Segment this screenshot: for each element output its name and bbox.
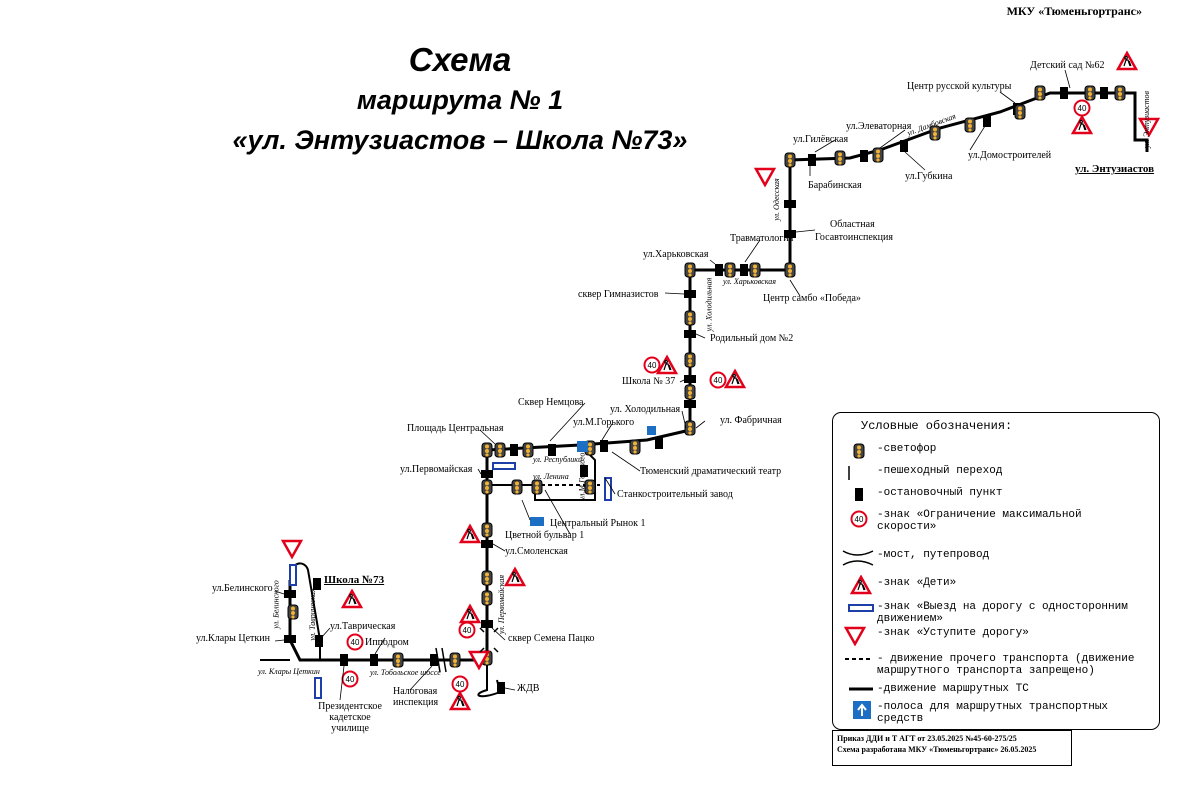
legend-item: -светофор <box>839 441 1155 463</box>
stop-label: ул.Клары Цеткин <box>196 633 270 644</box>
stop-label: ул.Смоленская <box>505 546 568 557</box>
bridge-icon <box>842 550 874 566</box>
organization-name: МКУ «Тюменьгортранс» <box>1006 4 1142 18</box>
stop-label: Областная <box>830 219 875 230</box>
stop-label: Центральный Рынок 1 <box>550 518 646 529</box>
one-way-sign-icon <box>848 604 874 612</box>
legend-item: - движение прочего транспорта (движение … <box>839 651 1155 681</box>
legend-item: -движение маршрутных ТС <box>839 681 1155 703</box>
footer-author-line: Схема разработана МКУ «Тюменьгортранс» 2… <box>837 745 1037 754</box>
legend-item: -полоса для маршрутных транспортных сред… <box>839 699 1155 729</box>
title-line-2: маршрута № 1 <box>356 85 564 115</box>
stop-label: Центр русской культуры <box>907 81 1012 92</box>
street-label: ул. Ленина <box>533 472 569 481</box>
bus-stop-icon <box>855 488 863 501</box>
stop-label: кадетское <box>329 712 371 723</box>
stop-label: Родильный дом №2 <box>710 333 794 344</box>
stop-label: Президентское <box>318 701 382 712</box>
stop-label: ул.Домостроителей <box>968 150 1052 161</box>
street-label: ул. Клары Цеткин <box>258 667 320 676</box>
legend-item: -знак «Уступите дорогу» <box>839 625 1155 647</box>
stop-label: ул.Белинского <box>212 583 273 594</box>
stop-label: Барабинская <box>808 180 862 191</box>
street-label: ул. Первомайская <box>497 574 507 635</box>
speed-limit-icon <box>850 510 868 528</box>
stop-label: Травматология <box>730 233 794 244</box>
title-line-3: «ул. Энтузиастов – Школа №73» <box>232 125 688 155</box>
street-label: ул. Харьковская <box>723 277 776 286</box>
yield-sign-icon <box>844 626 866 646</box>
order-footer: Приказ ДДИ и Т АГТ от 23.05.2025 №45-60-… <box>832 730 1072 766</box>
route-line <box>288 91 1127 662</box>
stop-label: ул.Первомайская <box>400 464 473 475</box>
street-label: ул. Энтузиастов <box>1141 91 1151 148</box>
stop-label: ул.М.Горького <box>573 417 635 428</box>
stop-label: ул. Фабричная <box>720 415 782 426</box>
stop-label: ЖДВ <box>517 683 540 694</box>
stop-label: Станкостроительный завод <box>617 489 733 500</box>
legend-item: -мост, путепровод <box>839 547 1155 569</box>
stop-label: ул.Таврическая <box>330 621 396 632</box>
stop-label: инспекция <box>393 697 439 708</box>
stop-label: Школа № 37 <box>622 376 676 387</box>
legend-item: -знак «Дети» <box>839 575 1155 597</box>
stop-label: сквер Гимназистов <box>578 289 659 300</box>
stop-label: Ипподром <box>365 637 409 648</box>
stop-label: сквер Семена Пацко <box>508 633 595 644</box>
street-label: ул. Холодильная <box>704 277 714 332</box>
stop-label: Налоговая <box>393 686 438 697</box>
street-label: ул. Республики <box>533 455 583 464</box>
stop-label: ул.Харьковская <box>643 249 709 260</box>
stop-label: ул.Гилёвская <box>793 134 849 145</box>
stop-label: Госавтоинспекция <box>815 232 893 243</box>
other-traffic-line-icon <box>845 658 873 660</box>
legend-item: -знак «Выезд на дорогу с односторонним д… <box>839 599 1155 629</box>
stop-label: Площадь Центральная <box>407 423 504 434</box>
stop-label: Тюменский драматический театр <box>640 466 782 477</box>
street-label: ул. Таврическая <box>307 588 317 641</box>
stop-label: Детский сад №62 <box>1030 60 1105 71</box>
legend-item: -пешеходный переход <box>839 463 1155 485</box>
stop-label: ул. Холодильная <box>610 404 681 415</box>
legend-title: Условные обозначения: <box>861 419 1013 433</box>
traffic-light-icon <box>853 443 865 459</box>
street-label: ул.М.Горького <box>577 452 587 501</box>
legend-item: -остановочный пункт <box>839 485 1155 507</box>
bus-lane-icon <box>853 701 871 719</box>
stop-label: Центр самбо «Победа» <box>763 293 861 304</box>
stop-label: училище <box>331 723 369 734</box>
pedestrian-crossing-icon <box>848 466 850 480</box>
legend: Условные обозначения: -светофор -пешеход… <box>832 412 1160 730</box>
terminal-label: Школа №73 <box>324 574 385 586</box>
legend-item: -знак «Ограничение максимальной скорости… <box>839 507 1155 537</box>
title-line-1: Схема <box>408 41 512 78</box>
route-traffic-line-icon <box>849 687 873 691</box>
stop-label: Цветной бульвар 1 <box>505 530 585 541</box>
street-label: ул. Тобольское шоссе <box>370 668 441 677</box>
stop-label: Сквер Немцова <box>518 397 584 408</box>
children-sign-icon <box>850 575 872 595</box>
stop-label: ул.Губкина <box>905 171 953 182</box>
street-label: ул. Белинского <box>271 580 281 629</box>
terminal-label: ул. Энтузиастов <box>1075 163 1155 175</box>
stop-label: ул.Элеваторная <box>846 121 912 132</box>
street-label: ул. Одесская <box>771 178 781 221</box>
scheme-title: Схема маршрута № 1 «ул. Энтузиастов – Шк… <box>160 40 760 160</box>
footer-order-line: Приказ ДДИ и Т АГТ от 23.05.2025 №45-60-… <box>837 734 1017 743</box>
